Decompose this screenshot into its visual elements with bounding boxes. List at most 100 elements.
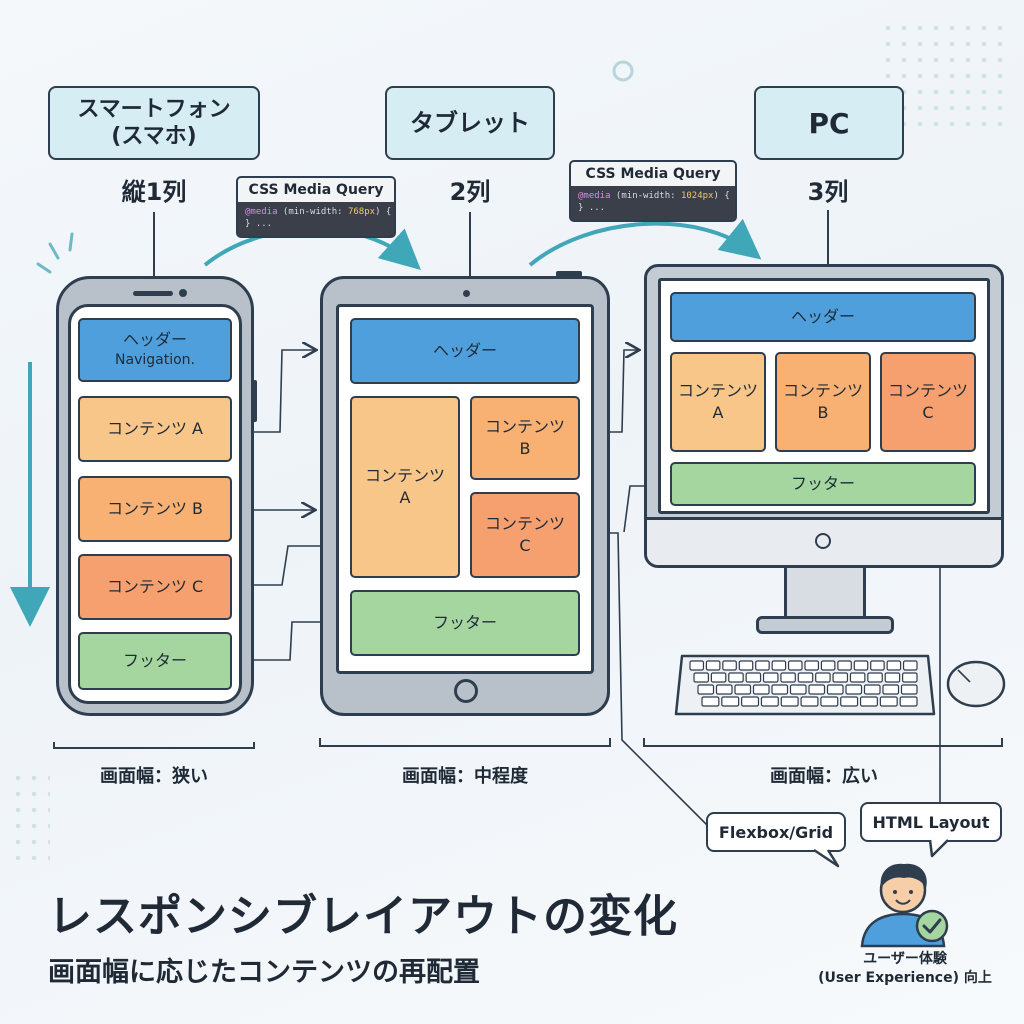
tablet-content-a-letter: A — [399, 488, 411, 507]
keyboard-key — [787, 660, 803, 671]
pc-label: PC — [754, 86, 904, 160]
keyboard-key — [840, 696, 859, 707]
tablet-content-a-block: コンテンツ A — [350, 396, 460, 578]
tablet-footer-block: フッター — [350, 590, 580, 656]
keyboard-key — [771, 660, 787, 671]
keyboard-key — [845, 684, 863, 695]
keyboard-key — [900, 684, 918, 695]
keyboard-key — [882, 684, 900, 695]
pc-content-c-block: コンテンツ C — [880, 352, 976, 452]
keyboard-key — [789, 684, 807, 695]
keyboard-key — [780, 696, 799, 707]
phone-content-b-block: コンテンツ B — [78, 476, 232, 542]
phone-content-c-label: コンテンツ C — [106, 576, 204, 596]
phone-footer-label: フッター — [122, 650, 187, 670]
keyboard-key — [710, 672, 727, 683]
keyboard-key — [741, 696, 760, 707]
keyboard-key — [734, 684, 752, 695]
smartphone-label: スマートフォン (スマホ) — [48, 86, 260, 160]
user-experience-line2: (User Experience) 向上 — [818, 969, 992, 986]
media-query-code: @media (min-width: 768px) { } ... — [238, 202, 394, 234]
flexbox-grid-label: Flexbox/Grid — [718, 822, 834, 842]
keyboard-key — [689, 660, 705, 671]
keyboard-key — [715, 684, 733, 695]
keyboard-key — [826, 684, 844, 695]
keyboard-key — [899, 696, 918, 707]
media-query-title: CSS Media Query — [571, 162, 735, 186]
tablet-header-block: ヘッダー — [350, 318, 580, 384]
keyboard-key — [752, 684, 770, 695]
monitor-stand-neck — [784, 568, 866, 620]
code-keyword: @media — [578, 191, 611, 201]
user-experience-line1: ユーザー体験 — [863, 951, 947, 967]
tablet-top-button — [556, 271, 582, 277]
tablet-content-c-label: コンテンツ — [484, 513, 565, 533]
code-keyword: @media — [245, 207, 278, 217]
keyboard-key — [728, 672, 744, 683]
phone-content-c-block: コンテンツ C — [78, 554, 232, 620]
phone-footer-block: フッター — [78, 632, 232, 690]
phone-content-a-label: コンテンツ A — [106, 418, 204, 438]
tablet-label-text: タブレット — [410, 109, 530, 137]
html-layout-bubble-tail — [928, 839, 949, 858]
pc-content-b-label: コンテンツ — [782, 380, 863, 400]
tablet-content-c-letter: C — [519, 536, 531, 555]
pc-content-a-block: コンテンツ A — [670, 352, 766, 452]
code-line-2: } ... — [245, 219, 273, 230]
keyboard-key — [745, 672, 762, 683]
pc-width-label: 画面幅：広い — [770, 766, 878, 787]
pc-footer-block: フッター — [670, 462, 976, 506]
smartphone-label-line2: (スマホ) — [111, 124, 197, 149]
tablet-home-button — [454, 679, 478, 703]
keyboard-key — [886, 660, 902, 671]
keyboard-key — [721, 696, 740, 707]
smartphone-label-line1: スマートフォン — [77, 96, 231, 122]
keyboard-key — [870, 660, 885, 671]
keyboard-key — [705, 660, 721, 671]
page-title: レスポンシブレイアウトの変化 — [48, 891, 678, 942]
code-breakpoint: 768px — [347, 207, 376, 217]
code-text-end: ) { — [713, 191, 730, 201]
keyboard-key — [722, 660, 737, 671]
tablet-layout-label: 2列 — [449, 178, 491, 206]
keyboard-key — [820, 696, 839, 707]
keyboard-key — [902, 660, 918, 671]
phone-content-b-label: コンテンツ B — [106, 498, 204, 518]
keyboard-key — [902, 672, 918, 683]
keyboard-key — [797, 672, 814, 683]
keyboard-key — [760, 696, 779, 707]
keyboard-key — [879, 696, 898, 707]
monitor-stand-base — [756, 616, 894, 634]
smartphone-width-label: 画面幅：狭い — [100, 766, 208, 787]
phone-header-block: ヘッダー Navigation. — [78, 318, 232, 382]
page-subtitle: 画面幅に応じたコンテンツの再配置 — [48, 957, 480, 988]
phone-speaker — [133, 291, 173, 296]
keyboard-icon — [674, 654, 936, 716]
keyboard-key — [738, 660, 754, 671]
mouse-icon — [946, 660, 1006, 708]
pc-header-label: ヘッダー — [790, 306, 855, 326]
keyboard-key — [697, 684, 715, 695]
tablet-content-b-block: コンテンツ B — [470, 396, 580, 480]
keyboard-key — [755, 660, 770, 671]
keyboard-key — [853, 660, 869, 671]
media-query-code: @media (min-width: 1024px) { } ... — [571, 186, 735, 218]
user-experience-label: ユーザー体験 (User Experience) 向上 — [800, 950, 1010, 988]
tablet-footer-label: フッター — [432, 612, 497, 632]
keyboard-key — [804, 660, 820, 671]
pc-content-c-letter: C — [922, 403, 934, 422]
tablet-content-a-label: コンテンツ — [364, 465, 445, 485]
keyboard-key — [820, 660, 836, 671]
code-text: (min-width: — [610, 191, 681, 201]
keyboard-key — [771, 684, 789, 695]
tablet-content-b-letter: B — [519, 439, 531, 458]
pc-content-b-block: コンテンツ B — [775, 352, 871, 452]
keyboard-key — [800, 696, 819, 707]
tablet-label: タブレット — [385, 86, 555, 160]
phone-camera — [179, 289, 187, 297]
phone-header-label: ヘッダー — [122, 330, 187, 349]
pc-content-a-letter: A — [712, 403, 724, 422]
html-layout-label: HTML Layout — [872, 812, 990, 832]
pc-footer-label: フッター — [790, 473, 855, 493]
keyboard-key — [884, 672, 901, 683]
